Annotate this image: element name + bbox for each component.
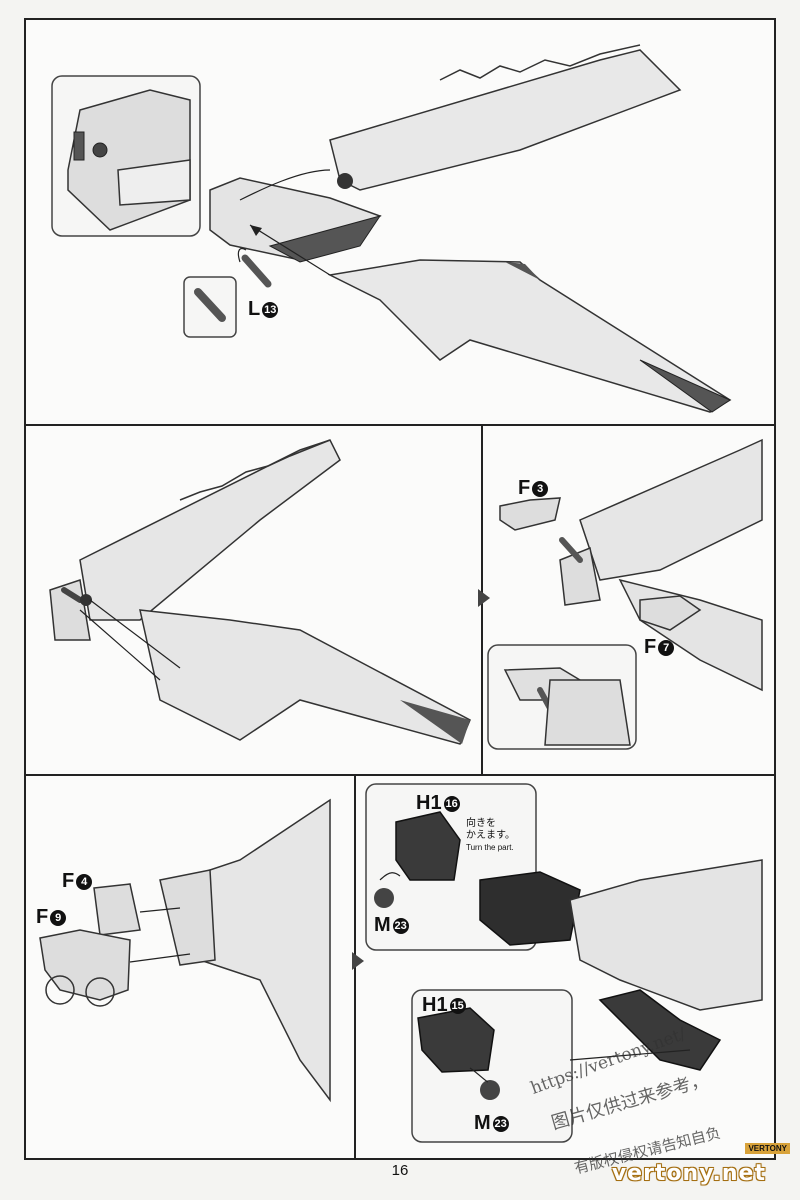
brand-logo: vertony.net	[611, 1161, 766, 1186]
step-arrow	[478, 589, 490, 607]
panel-divider	[26, 774, 774, 776]
turn-note-en: Turn the part.	[466, 843, 514, 852]
step-arrow	[352, 952, 364, 970]
brand-badge: VERTONY	[745, 1143, 790, 1154]
page-number: 16	[391, 1162, 409, 1179]
turn-note-jp: 向きを かえます。	[466, 818, 515, 841]
panel-divider	[26, 424, 774, 426]
